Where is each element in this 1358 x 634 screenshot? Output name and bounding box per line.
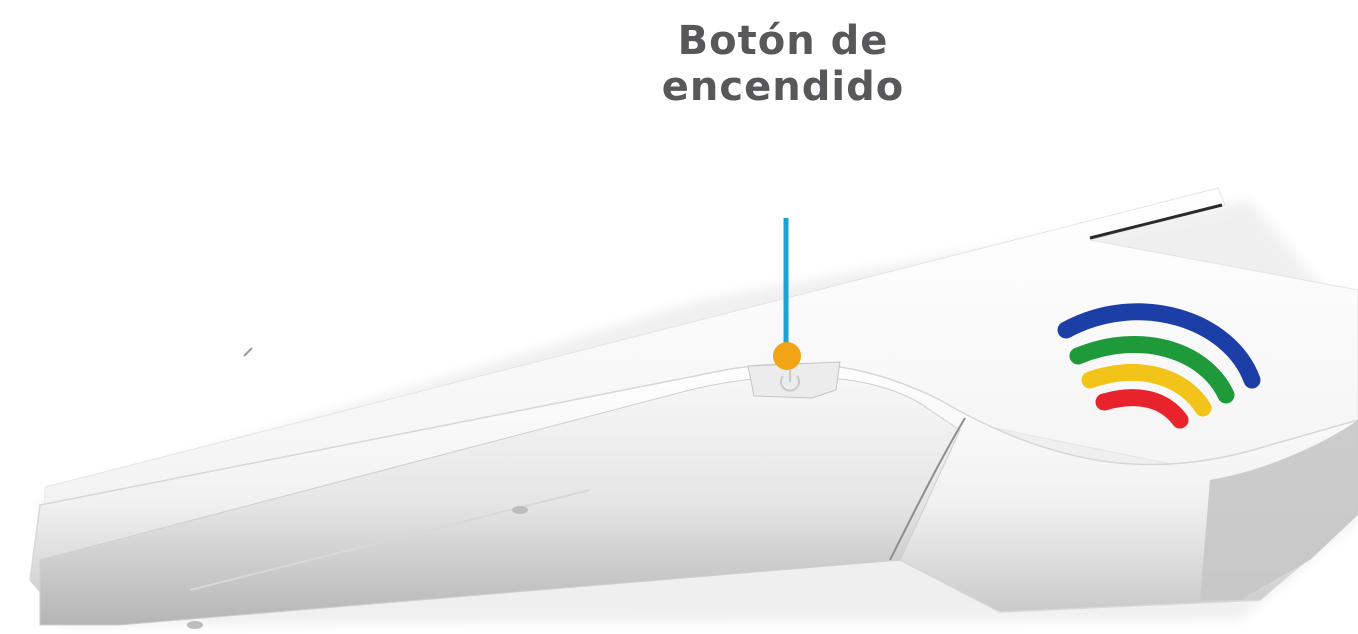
callout-pointer-dot <box>773 342 801 370</box>
device-foot-1 <box>512 506 528 514</box>
contactless-icon <box>1057 303 1261 429</box>
device-notch-left <box>243 347 253 357</box>
power-button-label-line-2: encendido <box>661 64 905 110</box>
device-base-rim <box>1200 420 1358 600</box>
device-foot-2 <box>187 621 203 629</box>
body-seam <box>889 417 966 561</box>
device-handle-grip <box>39 376 961 626</box>
card-slot <box>1089 203 1223 240</box>
power-icon <box>780 370 800 392</box>
contactless-arc-blue <box>1057 303 1261 389</box>
contactless-arc-yellow <box>1081 364 1212 417</box>
power-button-label: Botón de encendido <box>600 18 966 110</box>
contactless-arc-green <box>1069 335 1235 404</box>
power-button-housing <box>747 361 841 399</box>
contactless-arc-red <box>1095 389 1189 429</box>
power-button-label-line-1: Botón de <box>677 18 889 64</box>
